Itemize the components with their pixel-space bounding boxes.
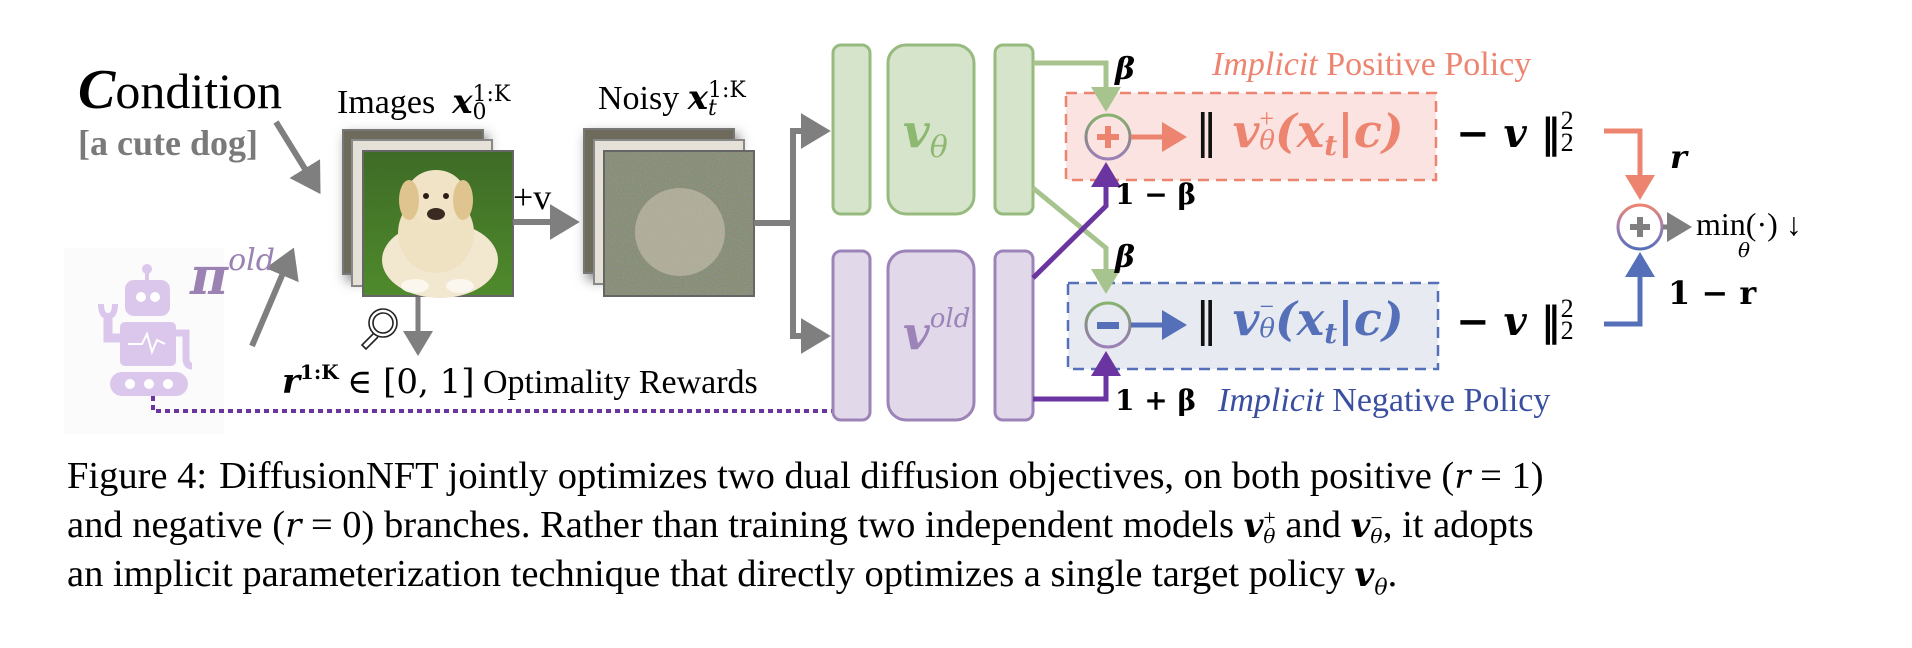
positive-one-minus-beta-weight: 1 − β: [1115, 178, 1197, 211]
positive-policy-title: Implicit Positive Policy: [1212, 46, 1532, 83]
beta-arrow-negative: [1031, 186, 1121, 295]
negative-beta-weight: β: [1115, 240, 1135, 275]
old-model-label: vold: [903, 304, 971, 360]
reward-feedback-line: [151, 396, 838, 413]
old-model: [831, 249, 1035, 422]
policy-arrow: [249, 247, 299, 348]
negative-policy-title: Implicit Negative Policy: [1218, 382, 1551, 419]
image-stack: [342, 129, 514, 298]
negative-to-objective-arrow: [1604, 251, 1655, 327]
one-minus-beta-arrow: [1031, 161, 1121, 280]
condition-arrow: [273, 120, 321, 195]
add-noise-label: +v: [513, 177, 552, 217]
negative-one-plus-beta-weight: 1 + β: [1115, 384, 1197, 417]
current-model-label: vθ: [903, 104, 948, 165]
one-plus-beta-arrow: [1033, 350, 1121, 402]
magnifier-icon: [360, 308, 398, 351]
beta-arrow-positive: [1033, 60, 1121, 113]
policy-old-label: πold: [190, 243, 275, 308]
objective-subscript: θ: [1738, 238, 1751, 262]
minus-icon: [1097, 322, 1119, 329]
one-minus-reward-weight-label: 1 − r: [1668, 274, 1757, 312]
figure-caption: Figure 4:DiffusionNFT jointly optimizes …: [67, 452, 1887, 599]
noisy-image-stack: [583, 128, 755, 297]
plus-icon: [1097, 126, 1119, 148]
negative-velocity-expr: ‖ v−θ(xt|c): [1195, 292, 1404, 350]
caption-line-2: and negative (r = 0) branches. Rather th…: [67, 504, 1534, 548]
positive-to-objective-arrow: [1604, 128, 1655, 201]
caption-line-1: Figure 4:DiffusionNFT jointly optimizes …: [67, 455, 1544, 497]
condition-title: Condition: [78, 59, 283, 121]
diagram-canvas: [64, 43, 1693, 434]
robot-icon: [64, 248, 224, 434]
objective-plus-icon: [1630, 217, 1650, 237]
positive-beta-weight: β: [1115, 52, 1135, 87]
caption-line-3: an implicit parameterization technique t…: [67, 553, 1398, 601]
condition-prompt: [a cute dog]: [78, 123, 258, 163]
objective-label: min(·) ↓: [1696, 206, 1802, 242]
reward-weight-label: r: [1670, 138, 1687, 176]
rewards-label: r1:K ∈ [0, 1] Optimality Rewards: [282, 360, 758, 402]
positive-velocity-expr: ‖ v+θ(xt|c): [1195, 104, 1404, 162]
current-model: [831, 43, 1035, 216]
dog-image: [382, 170, 498, 298]
